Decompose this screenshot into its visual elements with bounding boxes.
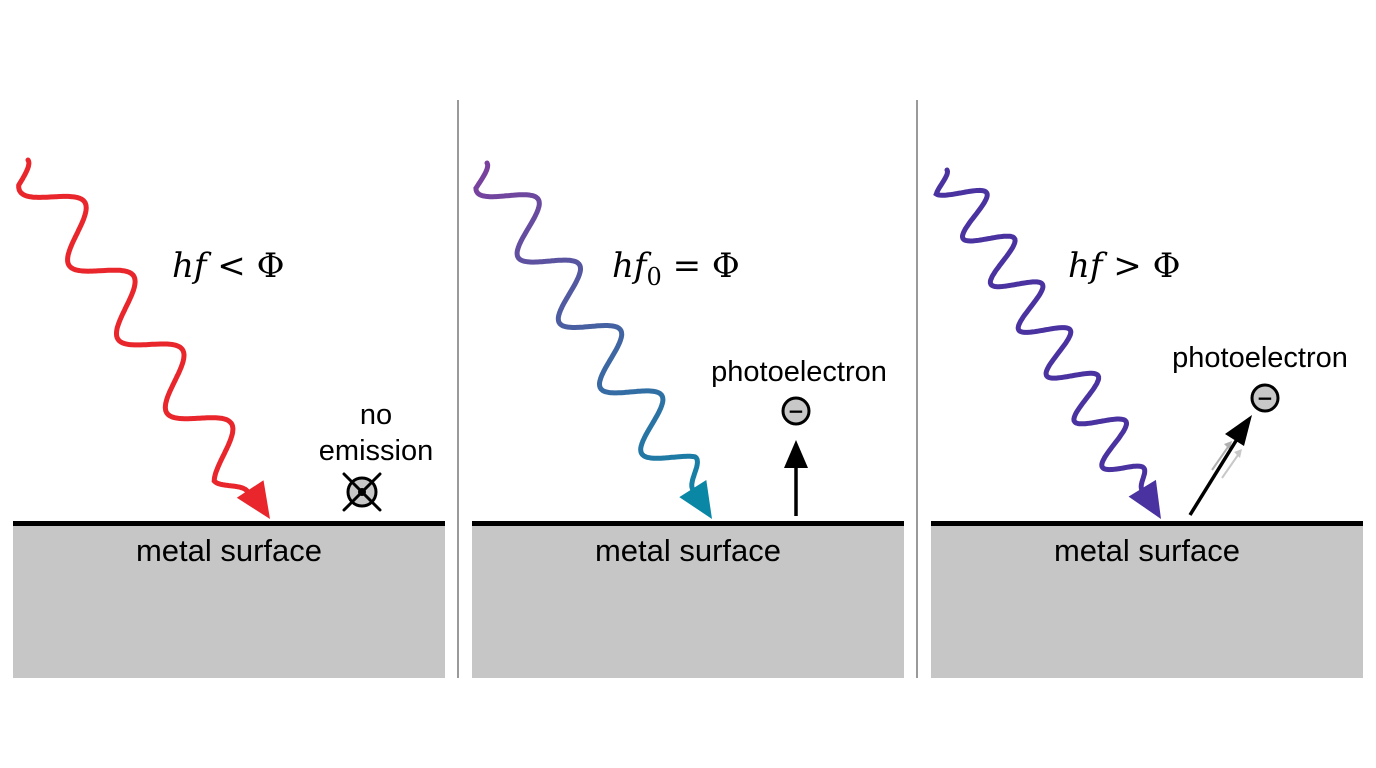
electron-icon: − <box>1250 383 1280 413</box>
equation-rhs: Φ <box>711 246 740 286</box>
no-emission-label: no emission <box>306 397 446 469</box>
metal-surface-label: metal surface <box>1053 533 1241 568</box>
equation: hf < Φ <box>172 246 284 297</box>
panel-divider <box>916 100 918 678</box>
metal-surface-line <box>931 521 1363 526</box>
metal-surface-line <box>472 521 904 526</box>
photoelectron-label: photoelectron <box>1172 342 1348 374</box>
equation-lhs: hf <box>172 246 207 286</box>
electron-diagonal-arrow <box>1188 415 1252 516</box>
photoelectron-label: photoelectron <box>711 356 887 388</box>
motion-head <box>1234 449 1242 458</box>
metal-surface-line <box>13 521 445 526</box>
light-arrowhead-red <box>236 480 270 519</box>
arrow-head <box>1225 415 1252 446</box>
blocked-electron-icon <box>342 472 382 512</box>
no-emission-line-2: emission <box>318 435 434 467</box>
equation-lhs: hf <box>1068 246 1103 286</box>
electron-symbol: − <box>788 399 805 423</box>
light-arrowhead-teal <box>679 480 712 519</box>
light-wave-violet <box>933 167 1148 493</box>
metal-surface-label: metal surface <box>594 533 782 568</box>
equation-lhs: hf <box>612 246 647 286</box>
metal-block <box>13 525 445 678</box>
arrow-shaft <box>1188 435 1241 516</box>
electron-icon: − <box>781 396 811 426</box>
electron-circle <box>781 396 811 426</box>
metal-block <box>472 525 904 678</box>
electron-vertical-arrow <box>784 440 808 516</box>
no-emission-line-1: no <box>359 399 393 431</box>
light-wave-red <box>16 157 251 495</box>
metal-surface-label: metal surface <box>135 533 323 568</box>
light-wave-gradient <box>473 160 700 493</box>
equation-operator: < <box>217 246 246 286</box>
cross-line <box>342 472 382 512</box>
equation-rhs: Φ <box>256 246 285 286</box>
equation-rhs: Φ <box>1152 246 1181 286</box>
equation: hf0 = Φ <box>612 246 740 297</box>
electron-circle <box>1250 383 1280 413</box>
motion-trail <box>1211 441 1242 479</box>
motion-line <box>1211 446 1229 471</box>
equation: hf > Φ <box>1068 246 1180 297</box>
equation-operator: = <box>672 246 702 286</box>
electron-symbol: − <box>1257 386 1274 410</box>
motion-line <box>1221 454 1239 479</box>
metal-block <box>931 525 1363 678</box>
panel-divider <box>457 100 459 678</box>
equation-operator: > <box>1113 246 1142 286</box>
arrow-head <box>784 440 808 468</box>
light-arrowhead-violet <box>1128 479 1161 519</box>
equation-subscript: 0 <box>646 262 662 291</box>
